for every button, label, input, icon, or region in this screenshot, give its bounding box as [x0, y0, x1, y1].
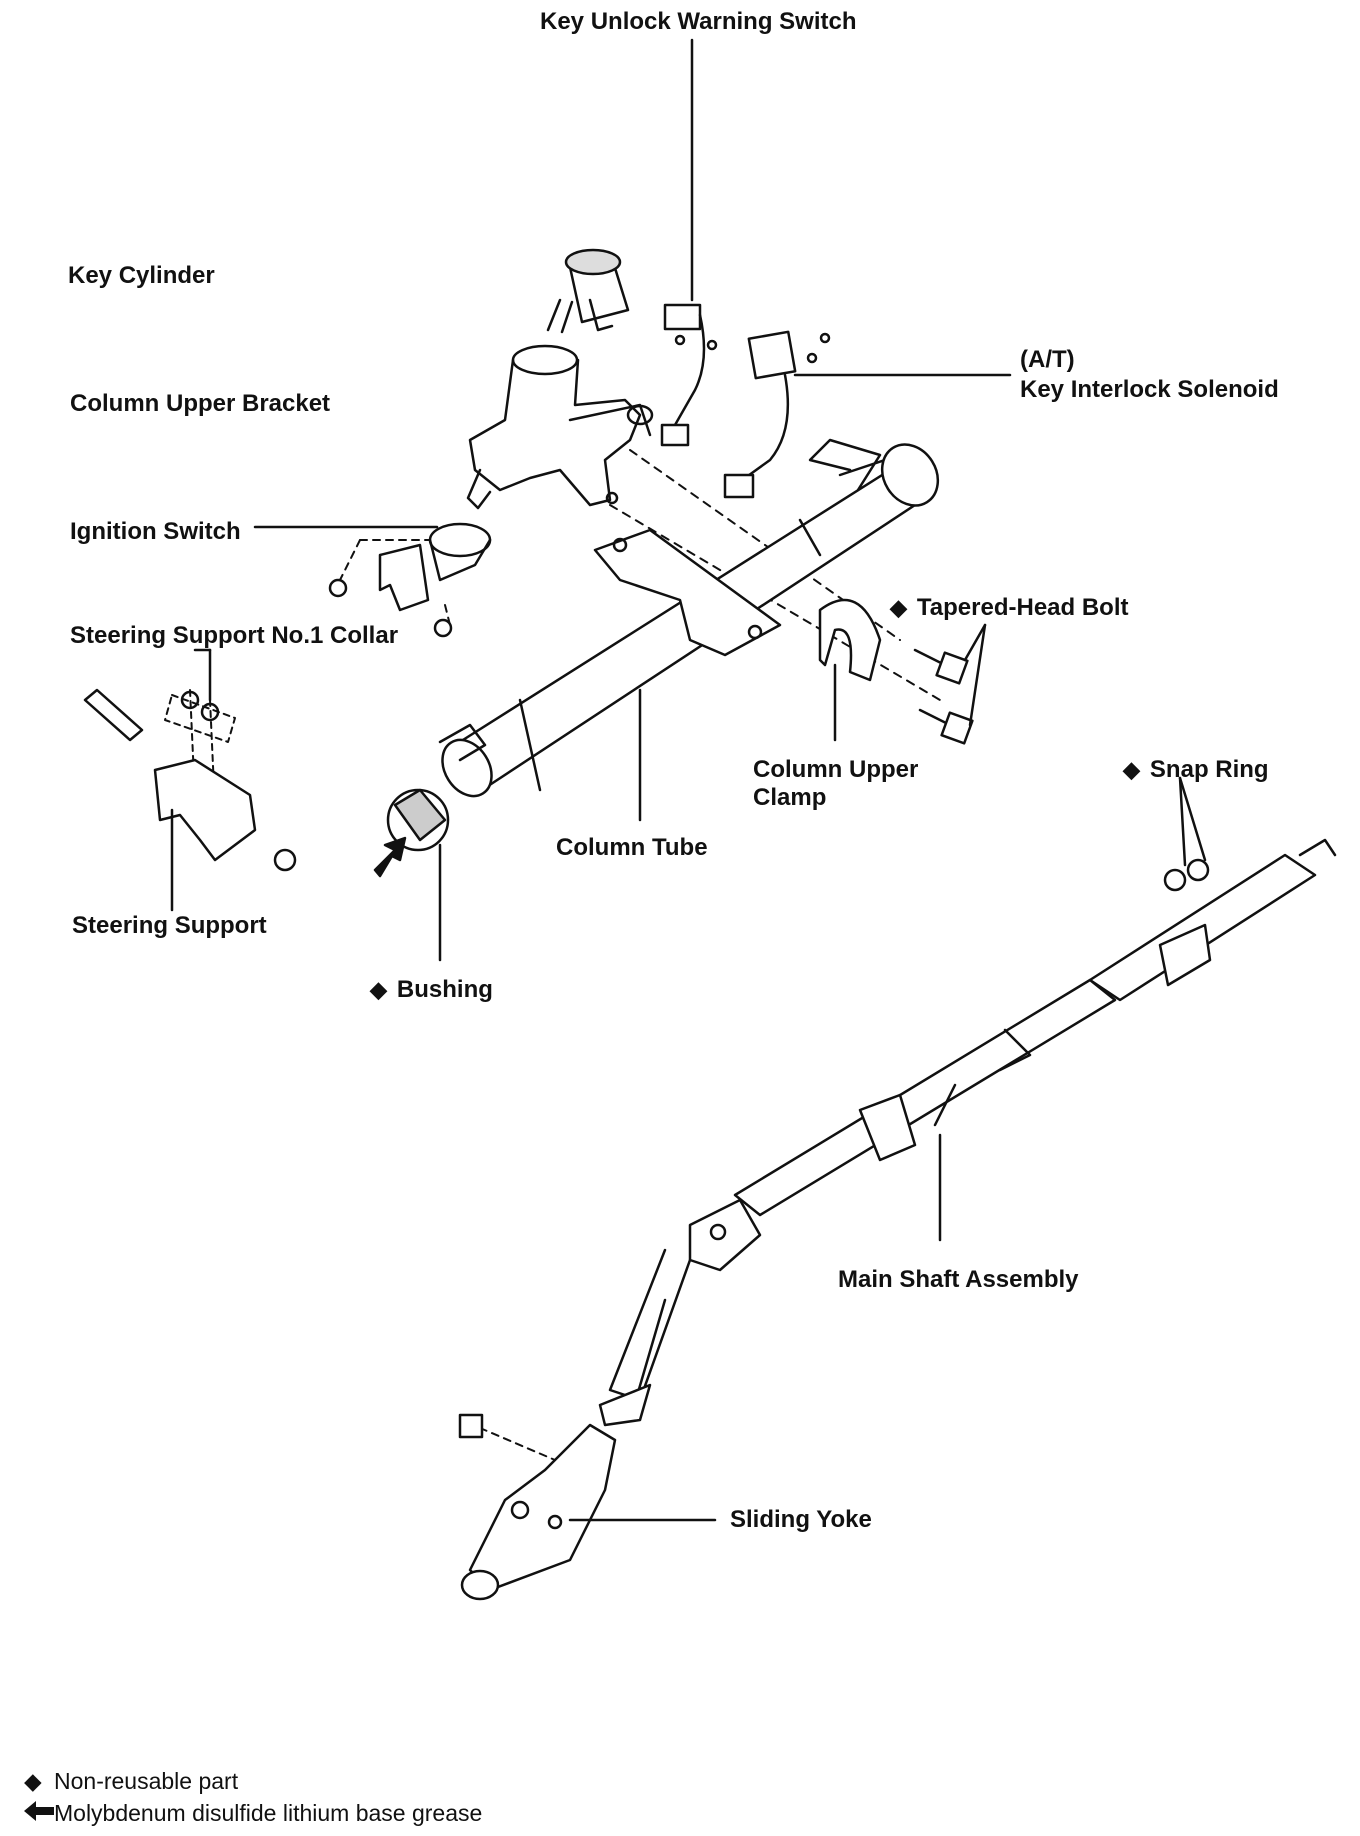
- steering-support-part: [83, 648, 297, 912]
- snap-ring-part: [1163, 776, 1210, 892]
- column-upper-clamp-line2: Clamp: [753, 784, 827, 811]
- label-column-upper-bracket: Column Upper Bracket: [70, 390, 331, 417]
- label-steering-support: Steering Support: [72, 912, 267, 939]
- legend-grease: Molybdenum disulfide lithium base grease: [24, 1800, 482, 1827]
- ignition-switch-part: [253, 522, 492, 638]
- label-tapered-head-bolt: ◆ Tapered-Head Bolt: [890, 594, 1129, 622]
- label-bushing: ◆ Bushing: [370, 976, 493, 1004]
- label-steering-support-no1-collar: Steering Support No.1 Collar: [70, 622, 399, 649]
- key-cylinder-part: [546, 248, 630, 334]
- key-interlock-solenoid-part: [723, 330, 1012, 499]
- column-tube-part: [438, 438, 940, 822]
- label-at-prefix: (A/T): [1020, 346, 1075, 373]
- label-key-interlock-solenoid: Key Interlock Solenoid: [1020, 376, 1279, 403]
- non-reusable-diamond-icon: ◆: [1123, 757, 1140, 782]
- universal-joint-part: [598, 1198, 762, 1427]
- snap-ring-text: Snap Ring: [1149, 756, 1269, 783]
- non-reusable-diamond-icon: ◆: [24, 1768, 42, 1794]
- label-ignition-switch: Ignition Switch: [70, 518, 241, 545]
- legend-non-reusable: ◆ Non-reusable part: [24, 1768, 238, 1795]
- bushing-part: [373, 788, 450, 962]
- column-upper-bracket-part: [466, 344, 654, 510]
- label-snap-ring: ◆ Snap Ring: [1123, 756, 1269, 784]
- legend-non-reusable-text: Non-reusable part: [54, 1768, 239, 1794]
- label-column-upper-clamp: Column Upper Clamp: [753, 756, 918, 812]
- non-reusable-diamond-icon: ◆: [890, 595, 907, 620]
- label-key-cylinder: Key Cylinder: [68, 262, 215, 289]
- label-main-shaft-assembly: Main Shaft Assembly: [838, 1266, 1079, 1293]
- column-upper-clamp-part: [818, 598, 882, 742]
- label-sliding-yoke: Sliding Yoke: [730, 1506, 872, 1533]
- grease-arrow-icon: [24, 1800, 54, 1827]
- column-upper-clamp-line1: Column Upper: [753, 756, 919, 783]
- non-reusable-diamond-icon: ◆: [370, 977, 387, 1002]
- label-key-unlock-warning-switch: Key Unlock Warning Switch: [540, 8, 857, 35]
- sliding-yoke-part: [458, 1413, 717, 1601]
- tapered-head-bolt-text: Tapered-Head Bolt: [916, 594, 1129, 621]
- legend-grease-text: Molybdenum disulfide lithium base grease: [54, 1800, 483, 1826]
- tapered-head-bolts: [913, 623, 987, 745]
- bushing-text: Bushing: [396, 976, 493, 1003]
- column-tube-plate: [593, 528, 782, 657]
- main-shaft-assembly-part: [733, 838, 1337, 1242]
- key-unlock-warning-switch-part: [660, 38, 718, 447]
- label-column-tube: Column Tube: [556, 834, 708, 861]
